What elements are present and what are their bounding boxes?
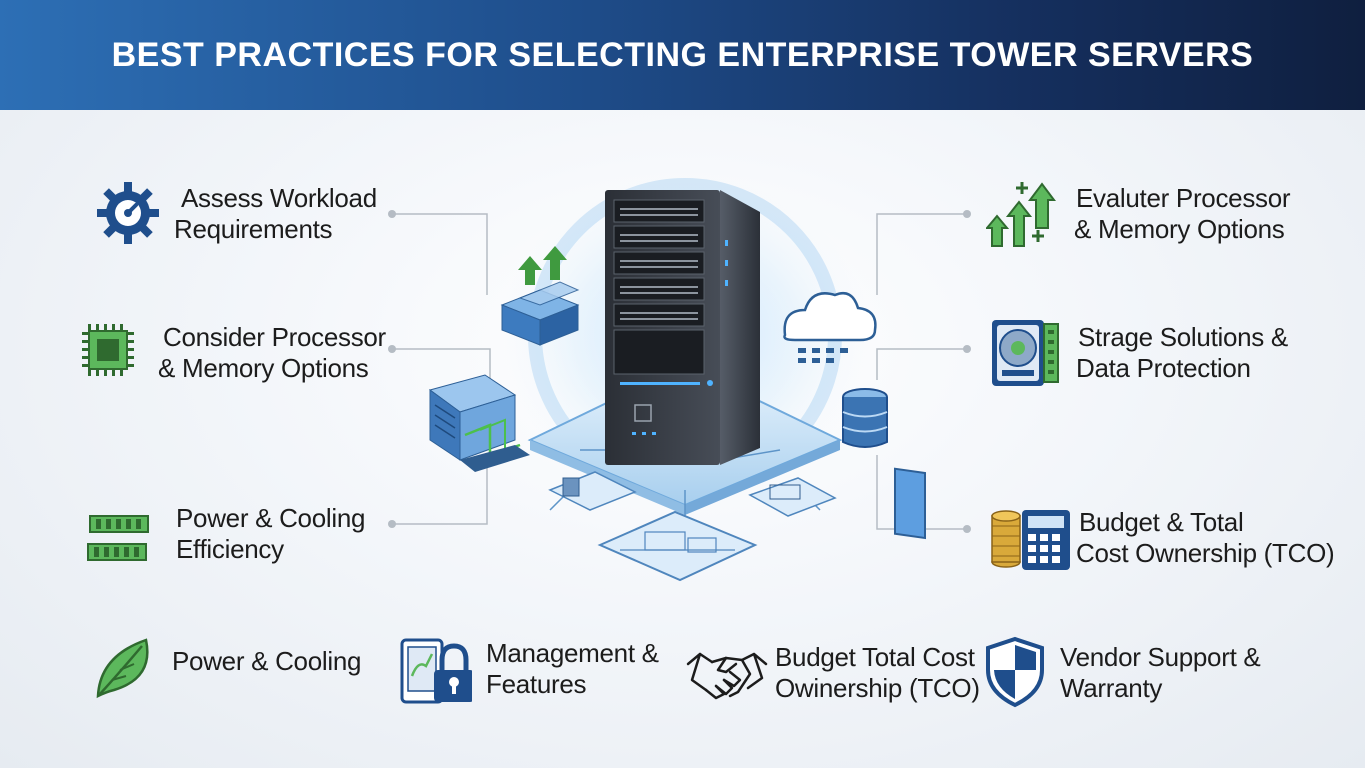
bottom-item-budget-line2: Owinership (TCO) [775, 673, 980, 703]
left-item-workload-line2: Requirements [174, 214, 333, 244]
hard-drive-icon [992, 320, 1059, 386]
right-item-budget-line2: Cost Ownership (TCO) [1076, 538, 1335, 568]
shield-icon [986, 636, 1044, 708]
handshake-icon [686, 652, 768, 700]
tablet-lock-icon [400, 638, 472, 704]
left-item-workload-line1: Assess Workload [181, 183, 377, 213]
bottom-item-management-line1: Management & [486, 638, 659, 668]
left-item-processor-line2: & Memory Options [158, 353, 369, 383]
memory-module-icon [87, 515, 149, 561]
bottom-item-vendor-line1: Vendor Support & [1060, 642, 1261, 672]
coins-calculator-icon [991, 510, 1070, 570]
right-item-storage-line2: Data Protection [1076, 353, 1251, 383]
bottom-item-vendor-line2: Warranty [1060, 673, 1163, 703]
right-item-storage-line1: Strage Solutions & [1078, 322, 1288, 352]
central-server-illustration [428, 175, 926, 582]
right-item-processor-line1: Evaluter Processor [1076, 183, 1291, 213]
left-item-power-line2: Efficiency [176, 534, 284, 564]
growth-arrows-icon [986, 182, 1056, 247]
left-item-processor-line1: Consider Processor [163, 322, 386, 352]
bottom-item-management-line2: Features [486, 669, 587, 699]
title-banner: BEST PRACTICES FOR SELECTING ENTERPRISE … [0, 0, 1365, 110]
leaf-icon [96, 638, 149, 699]
page-title: BEST PRACTICES FOR SELECTING ENTERPRISE … [111, 35, 1254, 74]
right-item-budget-line1: Budget & Total [1079, 507, 1244, 537]
cpu-chip-icon [82, 324, 134, 376]
gear-gauge-icon [97, 182, 159, 244]
bottom-item-budget-line1: Budget Total Cost [775, 642, 975, 672]
left-item-power-line1: Power & Cooling [176, 503, 366, 533]
bottom-item-power-cooling-line1: Power & Cooling [172, 646, 362, 676]
right-item-processor-line2: & Memory Options [1074, 214, 1285, 244]
